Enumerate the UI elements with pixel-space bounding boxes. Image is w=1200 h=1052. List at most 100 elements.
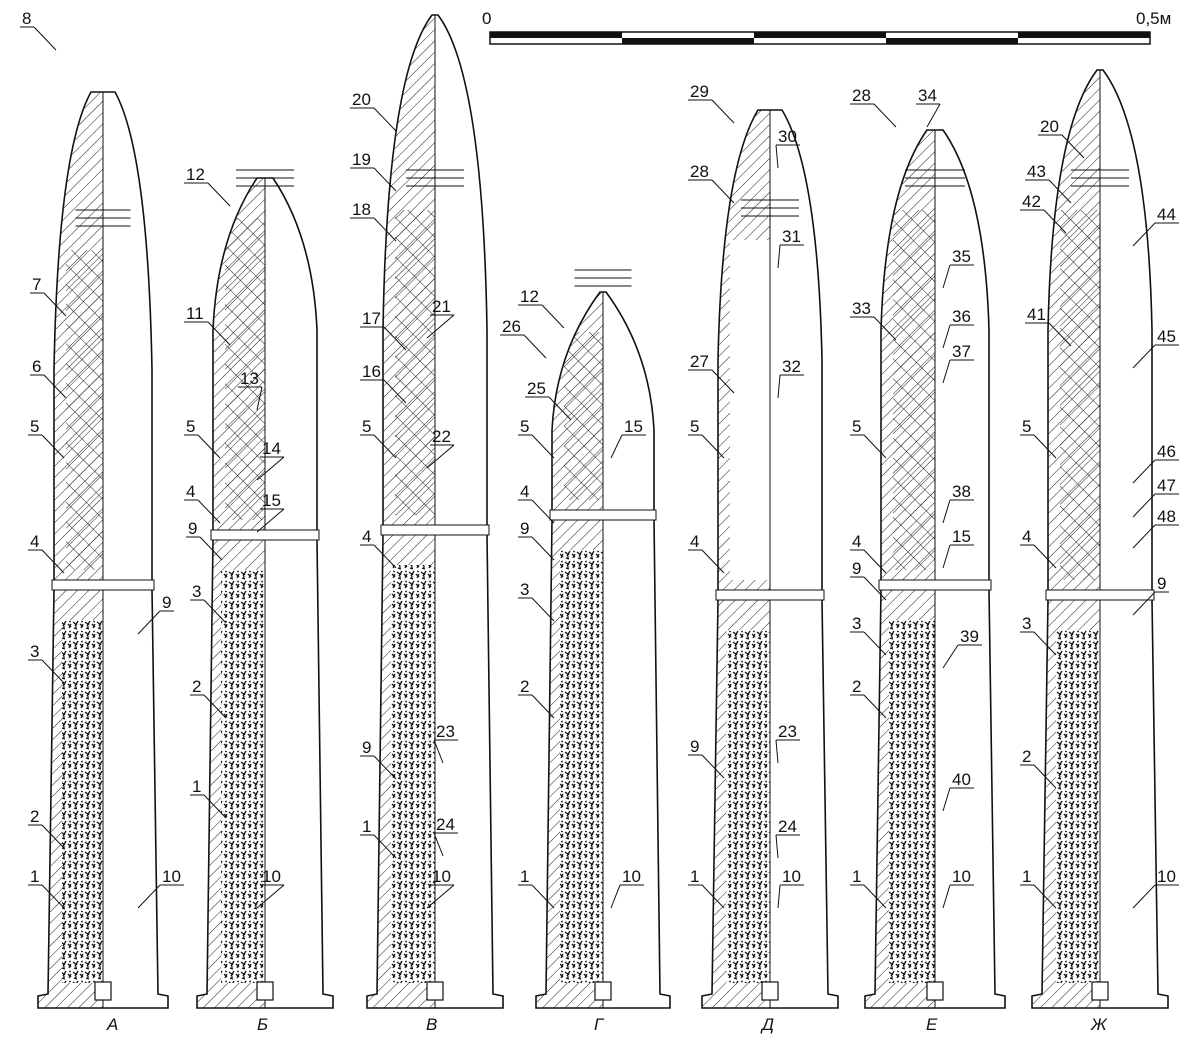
callout-leader <box>1132 884 1156 909</box>
propellant-charge <box>560 550 603 983</box>
callout-label: 1 <box>852 867 861 886</box>
callout-label: 9 <box>188 519 197 538</box>
primer <box>426 981 444 1001</box>
callout-leader <box>863 576 887 601</box>
callout-label: 1 <box>1022 867 1031 886</box>
round-letter: Е <box>926 1015 938 1034</box>
callout-label: 5 <box>186 417 195 436</box>
callout-leader <box>426 444 455 469</box>
callout-leader <box>531 694 555 719</box>
callout-leader <box>41 549 65 574</box>
driving-band <box>715 589 825 601</box>
callout-leader <box>775 834 779 859</box>
callout-leader <box>373 755 397 780</box>
callout-leader <box>207 182 231 207</box>
callout-leader <box>1061 134 1085 159</box>
callout-leader <box>541 304 565 329</box>
callout-label: 15 <box>624 417 643 436</box>
callout-leader <box>942 884 951 909</box>
scale-bar: 0 0,5м <box>482 9 1171 45</box>
projectile-filling <box>564 332 603 500</box>
callout-leader <box>33 26 57 51</box>
callout-leader <box>777 884 781 909</box>
callout-label: 28 <box>690 162 709 181</box>
callout-label: 11 <box>186 304 204 323</box>
callout-label: 4 <box>520 482 529 501</box>
callout-leader <box>256 456 285 481</box>
callout-label: 9 <box>362 738 371 757</box>
primer <box>594 981 612 1001</box>
callout-label: 3 <box>852 614 861 633</box>
callout-leader <box>197 434 221 459</box>
callout-leader <box>203 599 227 624</box>
callout-leader <box>873 316 897 341</box>
callout-label: 37 <box>952 342 971 361</box>
callout-label: 23 <box>436 722 455 741</box>
propellant-charge <box>62 620 103 983</box>
callout-label: 20 <box>1040 117 1059 136</box>
callout-leader <box>383 379 407 404</box>
projectile-filling <box>893 210 935 570</box>
callout-leader <box>41 824 65 849</box>
callout-leader <box>1132 222 1156 247</box>
callout-leader <box>1033 434 1057 459</box>
callout-leader <box>942 264 951 289</box>
callout-label: 1 <box>30 867 39 886</box>
projectile-filling <box>66 250 103 570</box>
callout-leader <box>426 314 455 339</box>
callout-label: 5 <box>852 417 861 436</box>
callout-leader <box>1033 884 1057 909</box>
round-letter: Г <box>594 1015 605 1034</box>
callout-label: 36 <box>952 307 971 326</box>
callout-leader <box>531 884 555 909</box>
callout-leader <box>942 644 959 669</box>
callout-leader <box>383 326 407 351</box>
callout-leader <box>863 549 887 574</box>
callout-leader <box>43 292 67 317</box>
callout-leader <box>197 499 221 524</box>
callout-label: 1 <box>192 777 201 796</box>
callout-leader <box>942 499 951 524</box>
callout-leader <box>373 434 397 459</box>
callout-label: 2 <box>192 677 201 696</box>
callout-label: 15 <box>262 491 281 510</box>
callout-label: 3 <box>1022 614 1031 633</box>
callout-leader <box>433 832 444 857</box>
callout-label: 20 <box>352 90 371 109</box>
callout-leader <box>426 884 455 909</box>
callout-label: 33 <box>852 299 871 318</box>
callout-label: 24 <box>436 815 455 834</box>
driving-band <box>878 579 992 591</box>
callout-label: 32 <box>782 357 801 376</box>
callout-leader <box>863 434 887 459</box>
callout-label: 21 <box>432 297 451 316</box>
callout-leader <box>775 739 779 764</box>
callout-leader <box>711 179 735 204</box>
callout-label: 6 <box>32 357 41 376</box>
propellant-charge <box>889 620 935 983</box>
callout-label: 12 <box>520 287 539 306</box>
callout-label: 10 <box>162 867 181 886</box>
callout-leader <box>610 884 621 909</box>
callout-label: 3 <box>192 582 201 601</box>
callout-label: 44 <box>1157 205 1176 224</box>
callout-label: 10 <box>622 867 641 886</box>
callout-label: 7 <box>32 275 41 294</box>
primer <box>761 981 779 1001</box>
round-letter: Б <box>257 1015 268 1034</box>
projectile-filling <box>225 218 265 520</box>
callout-leader <box>1132 344 1156 369</box>
scale-end-label: 0,5м <box>1136 9 1171 28</box>
round-letter: Ж <box>1090 1015 1108 1034</box>
callout-label: 48 <box>1157 507 1176 526</box>
callout-leader <box>41 884 65 909</box>
callout-label: 22 <box>432 427 451 446</box>
callout-leader <box>1033 764 1057 789</box>
callout-leader <box>548 396 572 421</box>
callout-leader <box>531 536 555 561</box>
callout-label: 2 <box>520 677 529 696</box>
callout-leader <box>137 884 161 909</box>
primer <box>94 981 112 1001</box>
